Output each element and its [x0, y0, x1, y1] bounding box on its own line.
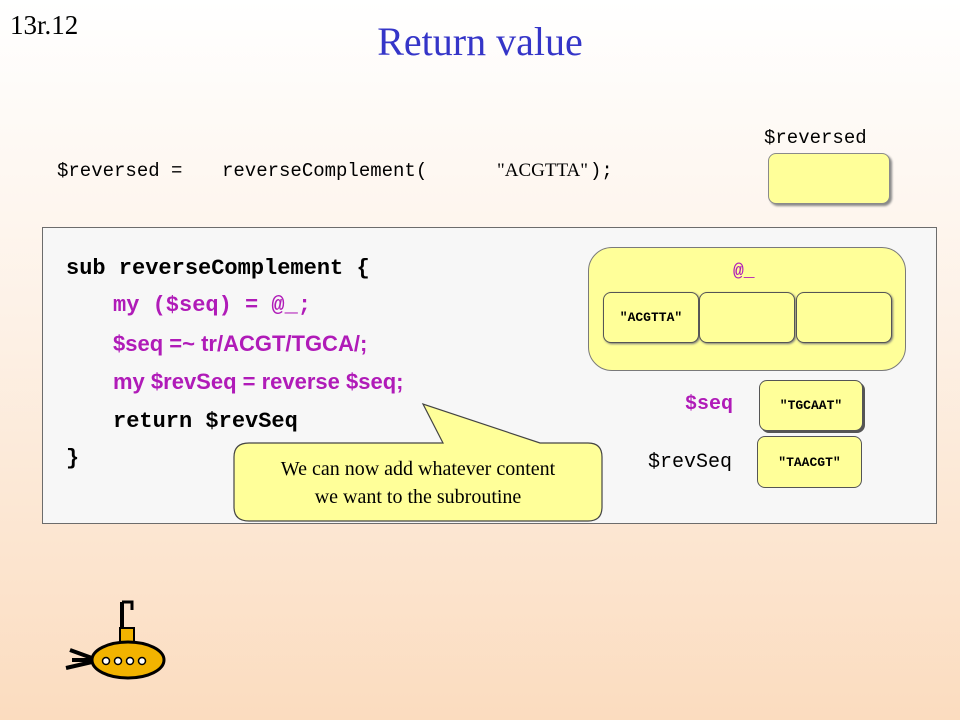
code-line-return: return $revSeq — [113, 409, 298, 434]
call-closing: ); — [590, 160, 613, 182]
seq-variable-box — [759, 380, 863, 431]
call-assignment: $reversed = — [57, 160, 183, 182]
revseq-variable-box — [757, 436, 862, 488]
callout-shape — [233, 402, 603, 522]
seq-variable-label: $seq — [685, 393, 734, 416]
callout-text: We can now add whatever content we want … — [233, 455, 603, 511]
revseq-variable-value: "TAACGT" — [778, 455, 841, 470]
seq-variable-value: "TGCAAT" — [779, 398, 843, 413]
submarine-icon — [65, 600, 166, 680]
slide-title: Return value — [377, 19, 583, 64]
call-function-name: reverseComplement( — [222, 160, 428, 182]
code-line-reverse: my $revSeq = reverse $seq; — [113, 369, 404, 394]
args-slot-1 — [603, 292, 699, 343]
args-slot-2 — [699, 292, 795, 343]
code-line-my-seq: my ($seq) = @_; — [113, 293, 312, 318]
call-argument: "ACGTTA" — [497, 160, 589, 181]
slide-number: 13r.12 — [10, 10, 79, 40]
callout-line-2: we want to the subroutine — [314, 486, 522, 508]
callout-line-1: We can now add whatever content — [280, 458, 556, 480]
args-slot-1-value: "ACGTTA" — [619, 310, 683, 325]
revseq-variable-label: $revSeq — [648, 451, 733, 474]
args-slot-3 — [796, 292, 892, 343]
code-line-sub: sub reverseComplement { — [66, 256, 370, 281]
reversed-variable-label: $reversed — [764, 127, 867, 149]
reversed-variable-box — [768, 153, 890, 204]
args-array-label: @_ — [733, 262, 755, 282]
code-line-close: } — [66, 446, 80, 471]
code-line-tr: $seq =~ tr/ACGT/TGCA/; — [113, 331, 368, 356]
